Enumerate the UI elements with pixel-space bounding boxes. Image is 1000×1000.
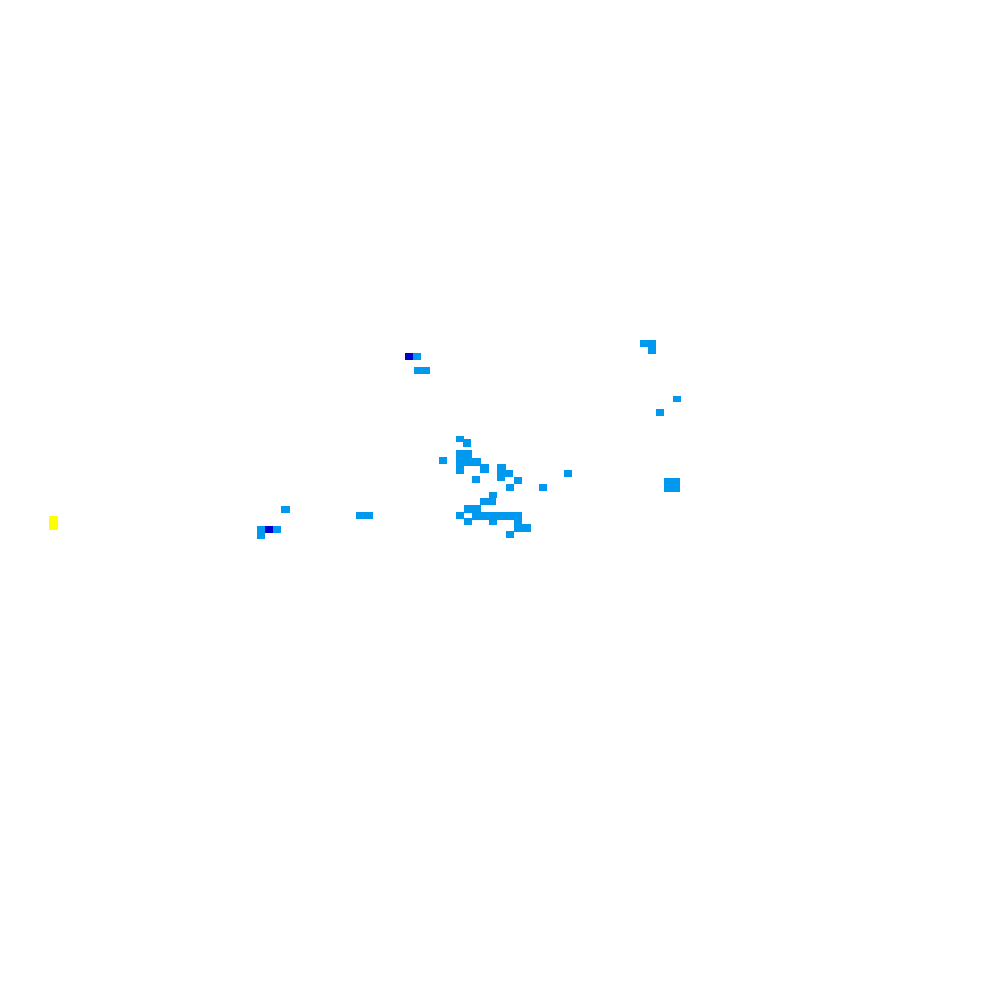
precipitation-cell [506, 531, 514, 538]
precipitation-cell [456, 466, 464, 474]
precipitation-cell [257, 532, 265, 539]
precipitation-cell [464, 505, 481, 513]
precipitation-cell [456, 436, 464, 442]
precipitation-cell [506, 484, 514, 491]
precipitation-cell [514, 477, 522, 484]
precipitation-cell [489, 492, 497, 498]
precipitation-cell [281, 506, 290, 513]
precipitation-cell [49, 516, 58, 530]
precipitation-cell [480, 464, 489, 473]
precipitation-cell [656, 409, 664, 416]
precipitation-cell [472, 512, 522, 520]
precipitation-cell [480, 498, 496, 505]
precipitation-cell [539, 484, 547, 491]
precipitation-cell [514, 518, 522, 526]
precipitation-cell [664, 478, 680, 492]
precipitation-cell [456, 458, 481, 466]
precipitation-cell [405, 353, 413, 360]
precipitation-cell [564, 470, 572, 477]
precipitation-cell [464, 518, 472, 525]
precipitation-cell [456, 512, 464, 519]
precipitation-cell [356, 512, 373, 519]
precipitation-cell [497, 472, 505, 481]
precipitation-cell [257, 526, 265, 533]
precipitation-cell [472, 476, 480, 483]
precipitation-cell [640, 340, 656, 347]
precipitation-cell [463, 439, 471, 447]
precipitation-cell [497, 464, 506, 472]
precipitation-cell [648, 347, 656, 354]
precipitation-cell [673, 396, 681, 402]
precipitation-cell [514, 524, 531, 532]
precipitation-cell [456, 450, 472, 458]
precipitation-cell [489, 518, 497, 525]
precipitation-cell [413, 353, 421, 360]
precipitation-cell [505, 470, 513, 477]
precipitation-cell [273, 526, 281, 533]
precipitation-cell [439, 457, 447, 464]
precipitation-cell [265, 526, 273, 533]
precipitation-cell [414, 367, 430, 374]
